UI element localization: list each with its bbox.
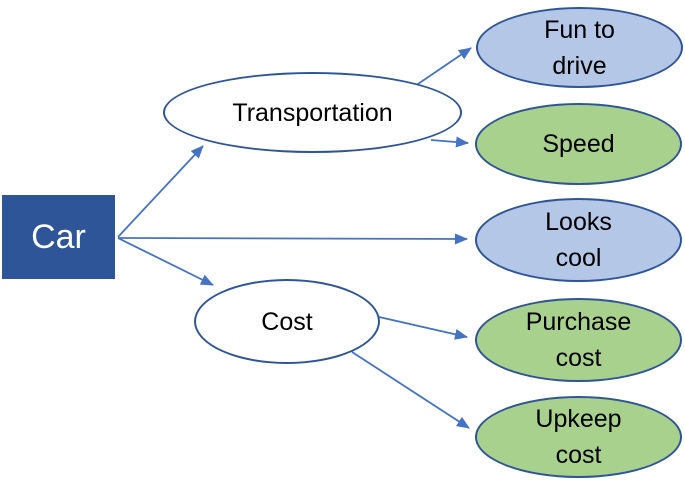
node-car-label: Car xyxy=(31,218,86,256)
node-looks-cool: Looks cool xyxy=(475,198,682,282)
edge-transportation-fun-to-drive xyxy=(414,47,472,87)
node-fun-to-drive: Fun to drive xyxy=(476,7,683,88)
edge-car-looks-cool xyxy=(117,233,468,245)
node-transportation: Transportation xyxy=(163,72,462,153)
edge-car-cost xyxy=(117,237,214,286)
edge-cost-purchase-cost xyxy=(378,316,468,340)
node-looks-cool-label-line2: cool xyxy=(555,244,602,272)
node-cost-label: Cost xyxy=(261,307,313,336)
node-upkeep-cost-label-line1: Upkeep xyxy=(535,405,622,433)
node-fun-to-drive-label-line2: drive xyxy=(552,51,607,80)
node-purchase-cost-label-line1: Purchase xyxy=(525,308,632,336)
edge-transportation-speed xyxy=(430,136,469,148)
node-cost: Cost xyxy=(194,279,380,364)
node-transportation-label: Transportation xyxy=(232,98,393,127)
edge-car-transportation xyxy=(117,145,204,238)
node-purchase-cost: Purchase cost xyxy=(475,298,682,382)
node-speed: Speed xyxy=(475,103,682,185)
node-upkeep-cost-label-line2: cost xyxy=(555,441,602,469)
node-purchase-cost-label-line2: cost xyxy=(555,344,602,372)
edge-cost-upkeep-cost xyxy=(351,351,470,429)
node-fun-to-drive-label-line1: Fun to xyxy=(544,15,615,44)
node-looks-cool-label-line1: Looks xyxy=(545,208,612,236)
node-car: Car xyxy=(2,195,115,279)
node-speed-label: Speed xyxy=(542,130,615,158)
node-upkeep-cost: Upkeep cost xyxy=(475,396,682,478)
